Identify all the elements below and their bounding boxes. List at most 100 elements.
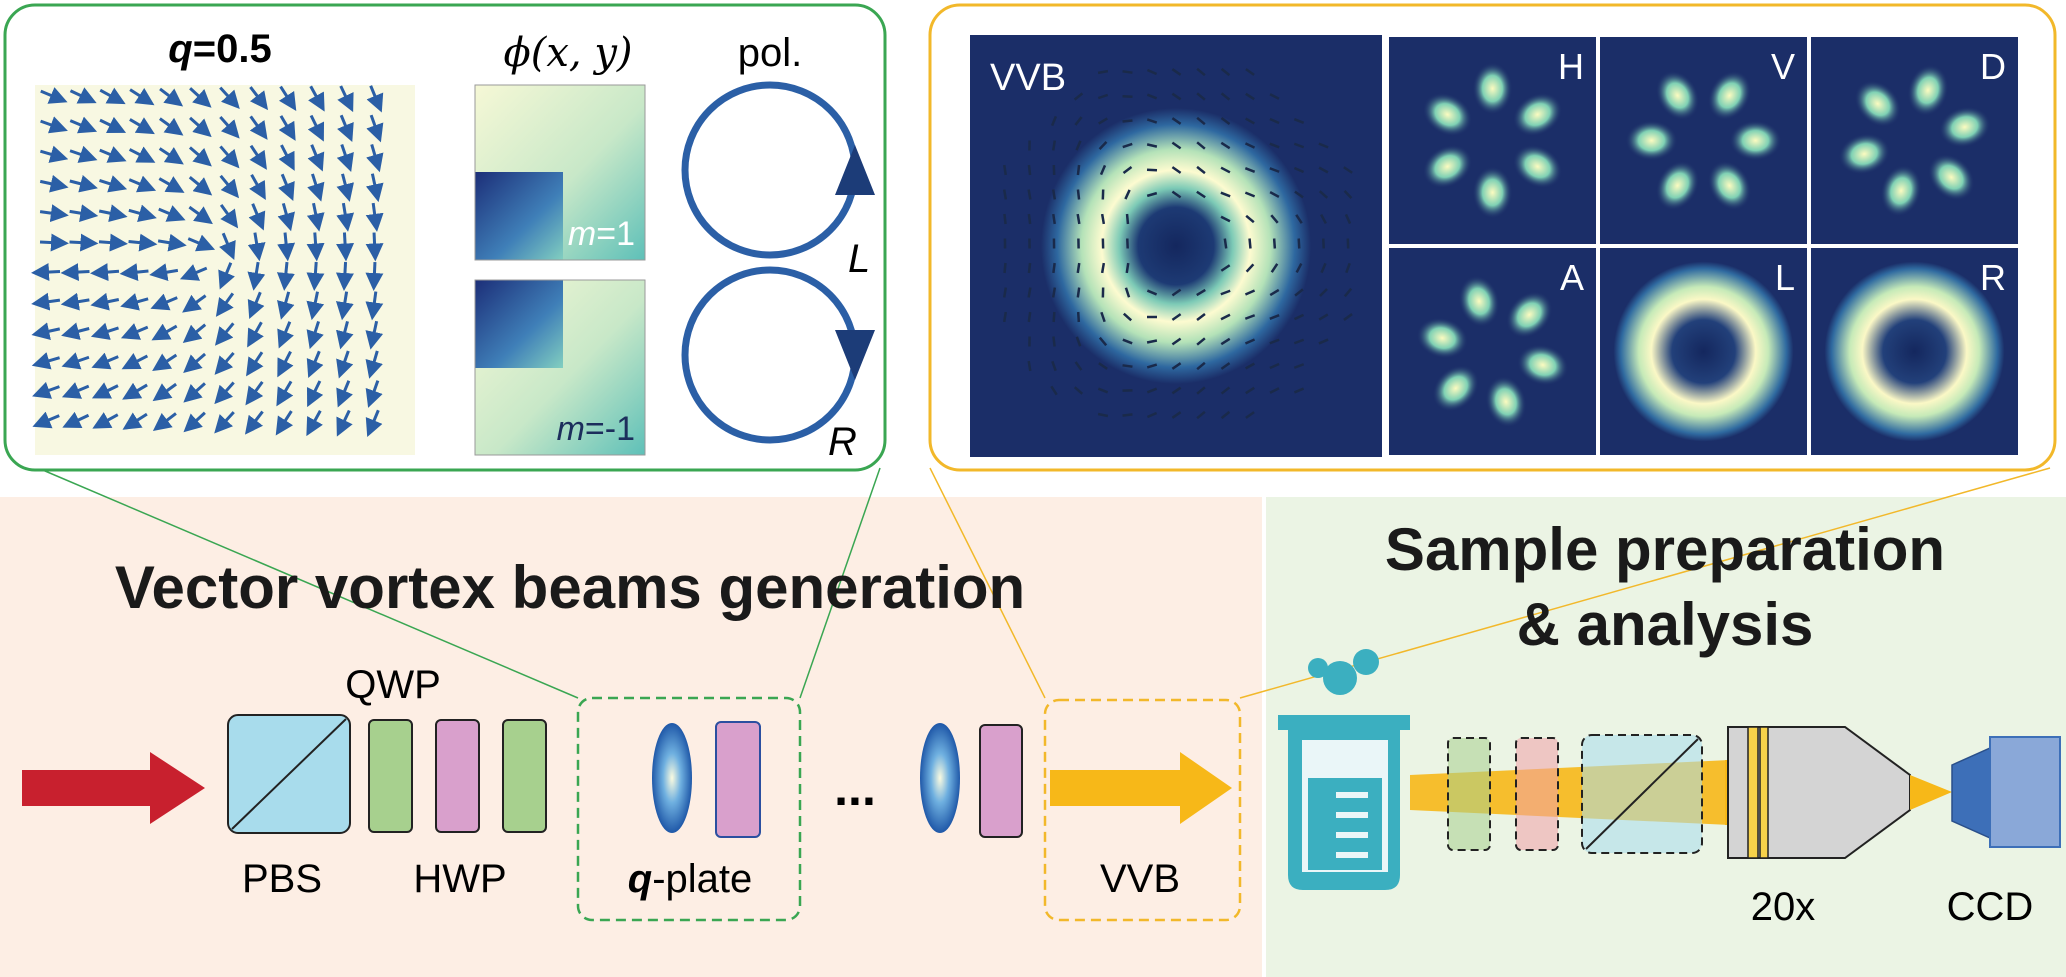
qplate-box [576,696,802,922]
connector-line [37,467,579,699]
polarization-arrow [120,293,149,311]
vvb-arrow [1050,115,1058,127]
vvb-arrow [1245,214,1255,224]
polarization-arrow [277,350,294,378]
vvb-arrow [1295,214,1303,224]
connector-line [799,467,881,699]
vvb-arrow [1245,362,1255,370]
polarization-arrow [218,262,235,290]
polarization-arrow [179,264,208,281]
polarization-arrow [278,144,295,171]
polarization-arrow [152,412,177,432]
vvb-arrow [1097,387,1109,394]
vvb-arrow [1196,92,1206,101]
vvb-arrow [1146,118,1158,124]
vvb-arrow [1293,363,1305,369]
vvb-output-label: VVB [1100,857,1180,901]
projection-image-L: L [1600,248,1807,455]
vvb-box [1043,698,1242,922]
vvb-arrow [1220,289,1231,296]
vvb-arrow [1272,238,1277,249]
polarization-arrow [91,352,119,370]
phase-plate-m-minus1: m=-1 [474,279,646,456]
vvb-label: VVB [990,57,1066,99]
polarization-arrow [277,202,295,232]
polarization-arrow [183,382,206,403]
vvb-arrow [1122,142,1133,149]
vvb-arrow [1171,313,1182,321]
polarization-arrow [120,323,149,340]
polarization-arrow [92,412,119,429]
vvb-arrow [1076,213,1081,225]
qplate-element [715,721,761,838]
polarization-arrow [61,322,90,340]
polarization-arrow [247,291,265,320]
polarization-arrow [277,291,295,320]
qwp-label: QWP [345,663,441,707]
polarization-arrow [219,86,240,110]
polarization-arrow [337,114,354,143]
polarization-arrow [182,294,207,313]
vvb-arrow [1269,93,1280,100]
polarization-arrow [365,320,384,350]
projection-label-A: A [1560,257,1584,298]
vvb-arrow [1027,164,1032,176]
vvb-arrow [1196,67,1206,77]
hwp-plate [435,719,480,833]
polarization-arrow [335,291,354,321]
vvb-arrow [1318,166,1329,174]
polarization-arrow [335,261,354,291]
vvb-arrow [1171,288,1182,297]
vvb-arrow [1122,70,1133,74]
projection-image-H: H [1389,37,1596,244]
vvb-arrow [1002,311,1008,323]
polarization-arrow [152,353,178,371]
polarization-arrow [214,351,235,375]
polarization-arrow [128,204,157,222]
polarization-arrow [129,87,155,106]
polarization-arrow [365,350,383,379]
vvb-arrow [1223,238,1228,249]
vvb-arrow [1098,117,1108,125]
polarization-arrow [69,204,99,223]
polarization-arrow [365,291,384,321]
polarization-arrow [40,87,68,104]
polarization-arrow [158,147,184,165]
polarization-arrow [337,85,354,113]
polarization-arrow [31,292,61,311]
vvb-arrow [1196,165,1206,175]
projection-label-D: D [1980,46,2006,87]
polarization-arrow [336,202,355,232]
projection-image-D: D [1811,37,2018,244]
generation-background [0,497,1262,977]
vvb-arrow [1027,311,1032,323]
vvb-arrow [1345,262,1351,274]
polarization-arrow [306,321,324,350]
vvb-arrow [1293,142,1305,149]
vvb-arrow [1196,312,1206,322]
vvb-arrow [1073,386,1084,395]
polarization-arrow [61,382,90,399]
polarization-arrow [306,261,325,291]
vvb-arrow [1245,92,1255,101]
polarization-arrow [183,411,206,433]
polarization-arrow [39,204,69,223]
vvb-arrow [1146,191,1158,198]
vvb-arrow [1269,338,1280,345]
analysis-title-line1: Sample preparation [1385,516,1945,583]
polarization-arrow [99,146,127,163]
polarization-arrow [306,350,324,379]
vvb-arrow [1245,386,1255,395]
vvb-arrow [1122,364,1133,368]
vvb-arrow [1293,387,1305,394]
polarization-arrow [157,233,187,252]
polarization-arrow [215,292,235,317]
vvb-arrow [1320,214,1327,224]
vvb-polarization-arrows [1002,67,1353,420]
polarization-arrow [278,173,295,202]
polarization-arrow [219,232,236,261]
vvb-arrow [1320,262,1327,274]
vvb-arrow [1146,339,1158,344]
pbs-label: PBS [242,857,322,901]
